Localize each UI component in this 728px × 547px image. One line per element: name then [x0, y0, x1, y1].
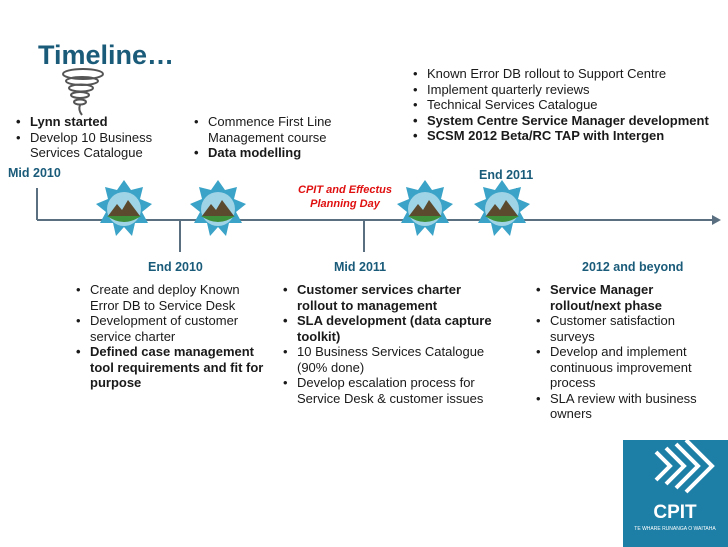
event-line-1: CPIT and Effectus: [298, 184, 392, 196]
label-end-2011: End 2011: [479, 168, 534, 182]
logo-subtext: TE WHARE RUNANGA O WAITAHA: [634, 526, 716, 532]
list-item: System Centre Service Manager developmen…: [413, 113, 713, 129]
group-commence: Commence First Line Management course Da…: [194, 114, 370, 161]
list-item: Development of customer service charter: [76, 313, 266, 344]
list-item: Create and deploy Known Error DB to Serv…: [76, 282, 266, 313]
label-mid-2010: Mid 2010: [8, 166, 61, 180]
landscape-icon: [190, 180, 246, 236]
event-planning-day: CPIT and Effectus Planning Day: [276, 183, 414, 211]
list-item: Implement quarterly reviews: [413, 82, 713, 98]
landscape-icon: [397, 180, 453, 236]
event-line-2: Planning Day: [310, 198, 380, 210]
list-item: SCSM 2012 Beta/RC TAP with Intergen: [413, 128, 713, 144]
list-item: Customer services charter rollout to man…: [283, 282, 501, 313]
list-item: Develop 10 Business Services Catalogue: [16, 130, 176, 161]
list-item: Technical Services Catalogue: [413, 97, 713, 113]
list-item: 10 Business Services Catalogue (90% done…: [283, 344, 501, 375]
page-title: Timeline…: [38, 40, 175, 70]
list-item: SLA development (data capture toolkit): [283, 313, 501, 344]
list-item: Develop escalation process for Service D…: [283, 375, 501, 406]
label-2012-and-beyond: 2012 and beyond: [582, 260, 684, 274]
landscape-icon: [474, 180, 530, 236]
group-known-error: Known Error DB rollout to Support Centre…: [413, 66, 713, 144]
landscape-icon: [96, 180, 152, 236]
list-item: Lynn started: [16, 114, 176, 130]
group-mid-2010: Lynn started Develop 10 Business Service…: [16, 114, 176, 161]
list-item: Defined case management tool requirement…: [76, 344, 266, 391]
list-item: Data modelling: [194, 145, 370, 161]
list-item: SLA review with business owners: [536, 391, 720, 422]
label-end-2010: End 2010: [148, 260, 203, 274]
list-item: Service Manager rollout/next phase: [536, 282, 720, 313]
list-item: Known Error DB rollout to Support Centre: [413, 66, 713, 82]
list-item: Develop and implement continuous improve…: [536, 344, 720, 391]
list-item: Commence First Line Management course: [194, 114, 370, 145]
cpit-logo: CPIT TE WHARE RUNANGA O WAITAHA: [623, 440, 728, 547]
group-end-2010: Create and deploy Known Error DB to Serv…: [76, 282, 266, 391]
group-mid-2011: Customer services charter rollout to man…: [283, 282, 501, 406]
tornado-icon: [62, 68, 104, 116]
label-mid-2011: Mid 2011: [334, 260, 387, 274]
list-item: Customer satisfaction surveys: [536, 313, 720, 344]
group-2012: Service Manager rollout/next phase Custo…: [536, 282, 720, 422]
logo-text: CPIT: [653, 502, 697, 523]
